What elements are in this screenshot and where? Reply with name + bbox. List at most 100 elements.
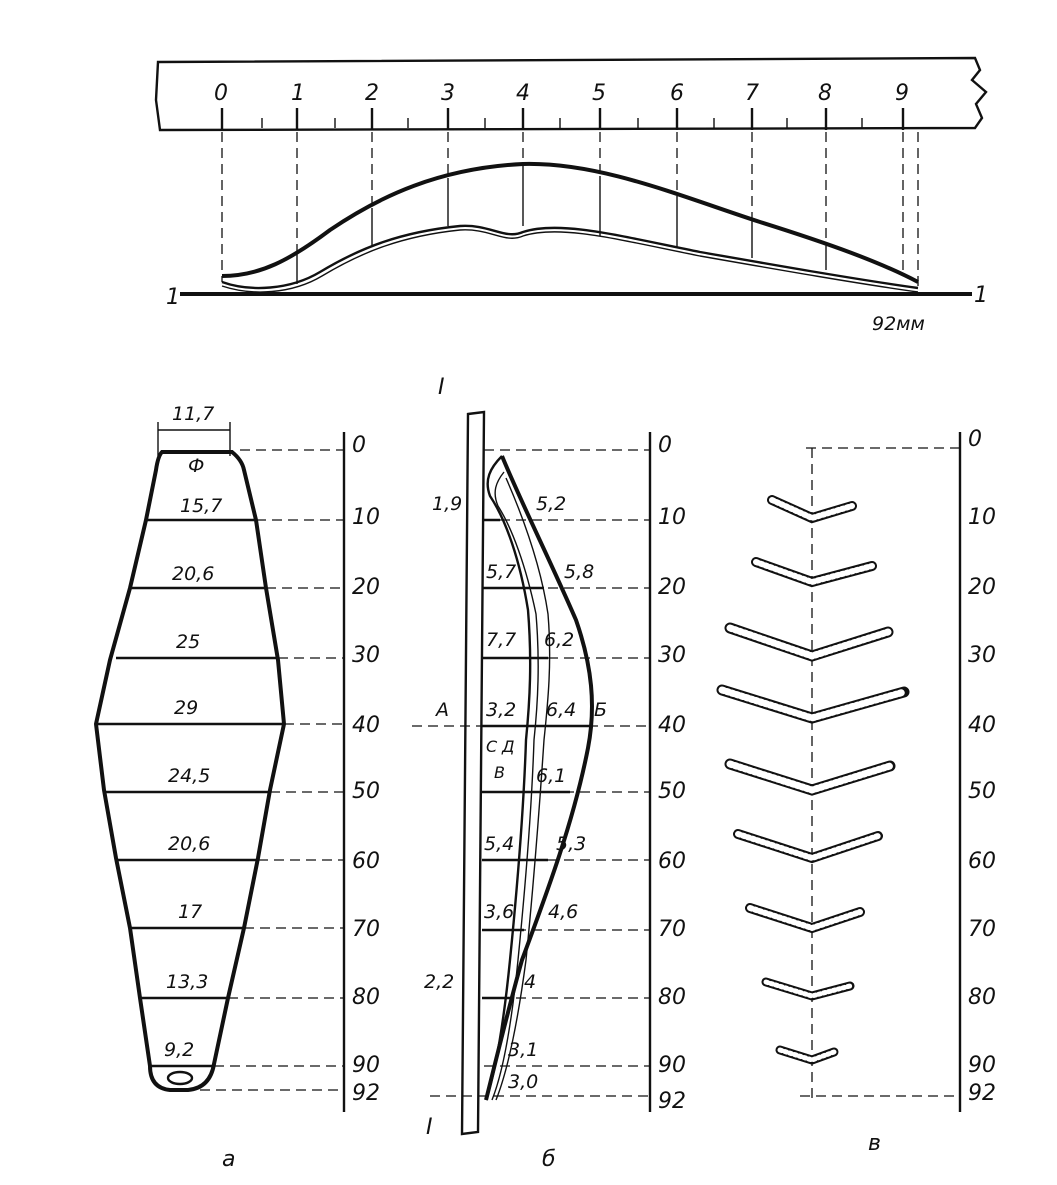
right-value-8: 4 bbox=[524, 971, 536, 993]
scale-v-10: 10 bbox=[968, 505, 996, 530]
top-profile-group: 0 1 2 3 4 5 6 7 8 9 bbox=[154, 56, 988, 335]
scale-a-80: 80 bbox=[352, 985, 380, 1010]
bar-label-top: I bbox=[438, 375, 445, 400]
width-label-9: 9,2 bbox=[164, 1039, 194, 1061]
ruler-tick-1: 1 bbox=[291, 81, 305, 106]
panel-b: I I bbox=[412, 375, 686, 1172]
scale-b-80: 80 bbox=[658, 985, 686, 1010]
chevron-strips bbox=[716, 495, 910, 1065]
chevron-90 bbox=[775, 1045, 839, 1065]
profile-outer-curve bbox=[221, 161, 919, 284]
scale-b-10: 10 bbox=[658, 505, 686, 530]
scale-v-80: 80 bbox=[968, 985, 996, 1010]
caption-b: б bbox=[542, 1147, 556, 1172]
right-value-2: 5,8 bbox=[564, 561, 594, 583]
panel-a-scale-dashes bbox=[200, 449, 344, 1091]
ruler-tick-6: 6 bbox=[670, 81, 684, 106]
width-label-7: 17 bbox=[178, 901, 202, 923]
left-value-1: 1,9 bbox=[432, 493, 462, 515]
left-value-2: 5,7 bbox=[486, 561, 516, 583]
top-width-dimension bbox=[157, 422, 231, 456]
right-value-9: 3,1 bbox=[508, 1039, 538, 1061]
axis-label-right: 1 bbox=[974, 283, 988, 308]
scale-v-40: 40 bbox=[968, 713, 996, 738]
width-label-0: 11,7 bbox=[172, 403, 214, 425]
right-value-1: 5,2 bbox=[536, 493, 566, 515]
ruler-tick-5: 5 bbox=[592, 81, 606, 106]
profile-inner-curve bbox=[221, 224, 919, 290]
letter-a: А bbox=[434, 699, 449, 721]
scale-v-20: 20 bbox=[968, 575, 996, 600]
ruler-projection-lines bbox=[221, 132, 919, 288]
ruler-tick-4: 4 bbox=[516, 81, 530, 106]
right-value-4: 6,4 bbox=[546, 699, 576, 721]
scale-b-92: 92 bbox=[658, 1089, 686, 1114]
letter-d: Д bbox=[501, 737, 515, 756]
section-outer-curve bbox=[484, 455, 594, 1101]
scale-v-92: 92 bbox=[968, 1081, 996, 1106]
right-value-6: 5,3 bbox=[556, 833, 586, 855]
scale-v-50: 50 bbox=[968, 779, 996, 804]
left-value-6: 3,6 bbox=[484, 901, 514, 923]
thickness-bars bbox=[482, 518, 590, 1000]
ruler-major-ticks bbox=[220, 108, 905, 130]
ruler-tick-2: 2 bbox=[365, 81, 379, 106]
letter-b: Б bbox=[594, 699, 607, 721]
section-inner-right bbox=[495, 477, 551, 1101]
ruler-tick-8: 8 bbox=[818, 81, 832, 106]
scale-b-40: 40 bbox=[658, 713, 686, 738]
right-value-7: 4,6 bbox=[548, 901, 578, 923]
chevron-20 bbox=[751, 557, 877, 588]
length-label: 92мм bbox=[872, 313, 925, 335]
blade-outline-a bbox=[93, 450, 287, 1092]
chevron-30 bbox=[724, 622, 894, 662]
scale-a-20: 20 bbox=[352, 575, 380, 600]
width-label-2: 20,6 bbox=[172, 563, 214, 585]
chevron-60 bbox=[733, 829, 883, 864]
scale-b-90: 90 bbox=[658, 1053, 686, 1078]
scale-v-90: 90 bbox=[968, 1053, 996, 1078]
scale-v-30: 30 bbox=[968, 643, 996, 668]
scale-b-60: 60 bbox=[658, 849, 686, 874]
chevron-10 bbox=[767, 495, 857, 524]
ruler-tick-0: 0 bbox=[214, 81, 228, 106]
chevron-70 bbox=[745, 903, 865, 934]
section-inner-left bbox=[491, 471, 539, 1101]
scale-a-60: 60 bbox=[352, 849, 380, 874]
scale-a-10: 10 bbox=[352, 505, 380, 530]
left-value-4: 3,2 bbox=[486, 699, 516, 721]
chevron-80 bbox=[761, 977, 855, 1001]
chevron-50 bbox=[724, 758, 896, 796]
scale-a-30: 30 bbox=[352, 643, 380, 668]
reference-bar bbox=[460, 410, 486, 1136]
scale-a-40: 40 bbox=[352, 713, 380, 738]
bar-label-bottom: I bbox=[426, 1115, 433, 1140]
left-value-7: 2,2 bbox=[424, 971, 454, 993]
left-value-5: 5,4 bbox=[484, 833, 514, 855]
scale-a-0: 0 bbox=[352, 433, 366, 458]
axis-label-left: 1 bbox=[166, 285, 180, 310]
letter-c: С bbox=[486, 737, 498, 756]
letter-v: В bbox=[494, 763, 505, 782]
scale-v-60: 60 bbox=[968, 849, 996, 874]
scale-a-70: 70 bbox=[352, 917, 380, 942]
scale-b-20: 20 bbox=[658, 575, 686, 600]
scale-a-90: 90 bbox=[352, 1053, 380, 1078]
ruler-tick-7: 7 bbox=[745, 81, 759, 106]
right-value-5: 6,1 bbox=[536, 765, 566, 787]
width-label-3: 25 bbox=[176, 631, 200, 653]
caption-a: а bbox=[222, 1147, 235, 1172]
chevron-40 bbox=[716, 684, 910, 724]
width-label-8: 13,3 bbox=[166, 971, 208, 993]
scale-v-70: 70 bbox=[968, 917, 996, 942]
panel-v: 0 10 20 30 40 50 60 70 80 90 92 в bbox=[716, 427, 996, 1156]
scale-b-50: 50 bbox=[658, 779, 686, 804]
scale-a-50: 50 bbox=[352, 779, 380, 804]
hole-top-icon: Ф bbox=[188, 455, 204, 477]
width-label-4: 29 bbox=[174, 697, 198, 719]
scale-b-0: 0 bbox=[658, 433, 672, 458]
profile-section-lines bbox=[296, 166, 827, 284]
panel-b-scale-dashes bbox=[412, 449, 650, 1097]
